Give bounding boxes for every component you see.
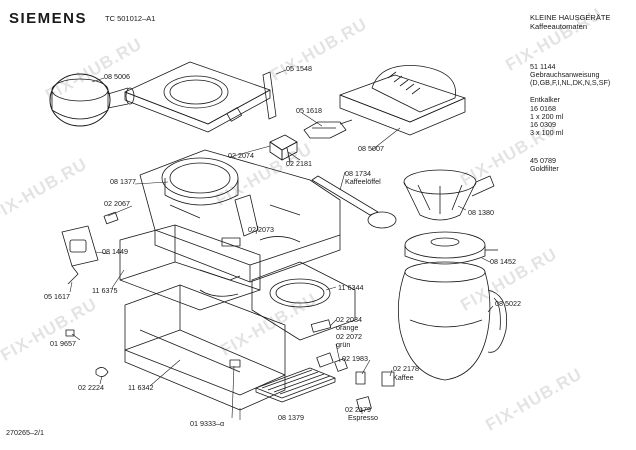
descaler-2-number: 16 0309 bbox=[530, 120, 556, 129]
cable-drawing bbox=[67, 265, 79, 285]
top-lid-drawing bbox=[339, 65, 466, 136]
part-label: 02 2074 bbox=[228, 151, 254, 160]
part-label: 08 5022 bbox=[495, 299, 521, 308]
part-label: 02 2073 bbox=[248, 225, 274, 234]
descaler-1-number: 16 0168 bbox=[530, 104, 556, 113]
part-label: 02 2224 bbox=[78, 383, 104, 392]
part-label: 02 2181 bbox=[286, 159, 312, 168]
descaler-2-quantity: 3 x 100 ml bbox=[530, 128, 564, 137]
document-reference: 270265–2/1 bbox=[6, 428, 44, 437]
manual-languages: (D,GB,F,I,NL,DK,N,S,SF) bbox=[530, 78, 611, 87]
part-label: 02 2034 bbox=[336, 315, 362, 324]
part-label: 02 1983 bbox=[342, 354, 368, 363]
warming-plate-drawing bbox=[251, 261, 356, 341]
part-label: 08 1452 bbox=[490, 257, 516, 266]
part-label: 02 2178 bbox=[393, 364, 419, 373]
category-line-2: Kaffeeautomaten bbox=[530, 22, 587, 31]
brand-logo: SIEMENS bbox=[9, 10, 88, 27]
descaler-label: Entkalker bbox=[530, 95, 560, 104]
part-label: 08 1380 bbox=[468, 208, 494, 217]
part-label: 02 2072 bbox=[336, 332, 362, 341]
seal-strip-drawing bbox=[262, 71, 277, 120]
part-label: 08 1377 bbox=[110, 177, 136, 186]
part-label: 08 5006 bbox=[104, 72, 130, 81]
part-label: 11 6375 bbox=[92, 286, 118, 295]
foot-drawing bbox=[229, 359, 241, 368]
descaler-1-quantity: 1 x 200 ml bbox=[530, 112, 564, 121]
part-label: 08 5007 bbox=[358, 144, 384, 153]
part-label: orange bbox=[336, 323, 359, 332]
part-label: Espresso bbox=[348, 413, 378, 422]
category-line-1: KLEINE HAUSGERÄTE bbox=[530, 13, 611, 22]
carafe-lid-drawing bbox=[404, 231, 498, 265]
part-label: grün bbox=[336, 340, 351, 349]
coffee-spoon-drawing bbox=[311, 175, 397, 229]
middle-body-drawing bbox=[119, 224, 261, 311]
switch-parts-drawing bbox=[316, 352, 395, 412]
manual-label: Gebrauchsanweisung bbox=[530, 70, 600, 79]
drip-tray-drawing bbox=[255, 367, 336, 403]
leader-lines bbox=[69, 69, 494, 420]
upper-housing-drawing bbox=[139, 149, 341, 283]
part-label: Kaffee bbox=[393, 373, 414, 382]
small-part-2067-drawing bbox=[103, 211, 119, 225]
part-label: 05 1617 bbox=[44, 292, 70, 301]
filter-label: Goldfilter bbox=[530, 164, 559, 173]
carafe-drawing bbox=[397, 261, 507, 381]
model-number: TC 501012–A1 bbox=[105, 14, 156, 23]
part-label: 01 9657 bbox=[50, 339, 76, 348]
filter-cone-drawing bbox=[403, 169, 495, 221]
manual-number: 51 1144 bbox=[530, 62, 556, 71]
part-label: 08 1734 bbox=[345, 169, 371, 178]
part-label: 11 6342 bbox=[128, 383, 154, 392]
part-label: 01 9333–α bbox=[190, 419, 225, 428]
part-label: 08 1449 bbox=[102, 247, 128, 256]
small-part-2224-drawing bbox=[95, 367, 109, 377]
part-label: 05 1548 bbox=[286, 64, 312, 73]
heater-plate-drawing bbox=[61, 225, 99, 267]
part-label: 05 1618 bbox=[296, 106, 322, 115]
filter-number: 45 0789 bbox=[530, 156, 556, 165]
clip-drawing bbox=[303, 119, 353, 139]
small-part-9657-drawing bbox=[65, 329, 75, 337]
part-label: 02 2067 bbox=[104, 199, 130, 208]
part-label: 02 2179 bbox=[345, 405, 371, 414]
switch-block-drawing bbox=[269, 134, 298, 163]
part-label: Kaffeelöffel bbox=[345, 177, 381, 186]
part-label: 11 6344 bbox=[338, 283, 364, 292]
part-label: 08 1379 bbox=[278, 413, 304, 422]
filter-lid-insert-drawing bbox=[49, 61, 271, 133]
